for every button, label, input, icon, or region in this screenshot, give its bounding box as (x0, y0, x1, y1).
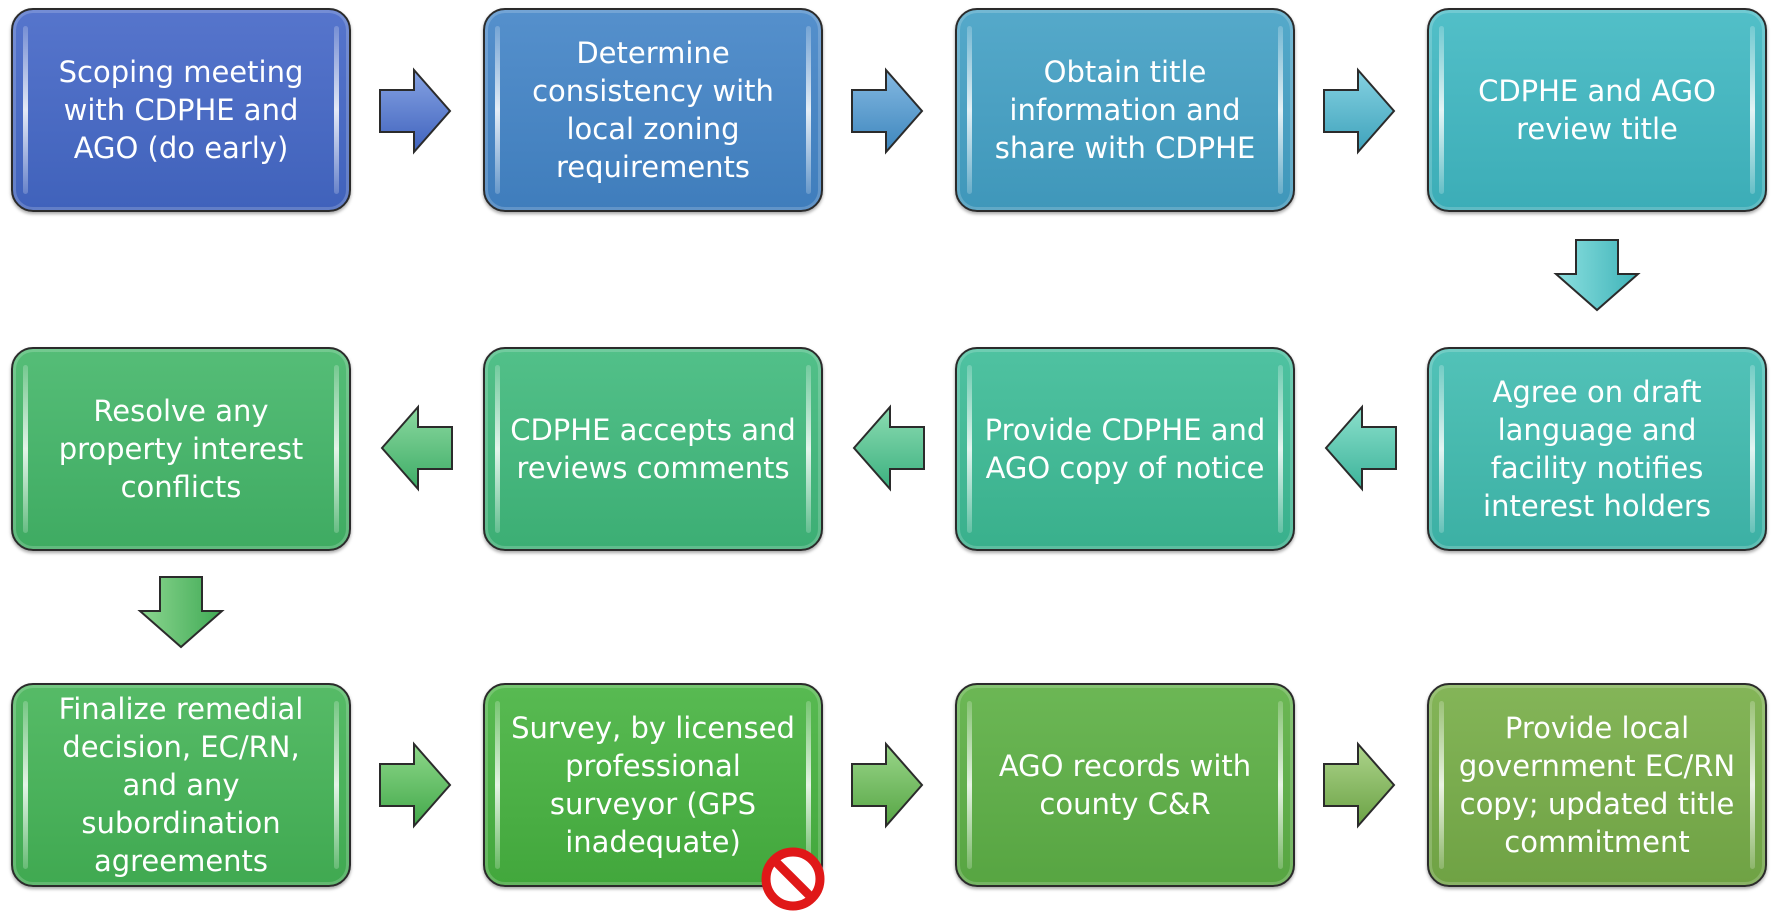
step-1-box: Scoping meeting with CDPHE and AGO (do e… (11, 8, 351, 212)
step-5-box: Agree on draft language and facility not… (1427, 347, 1767, 551)
arrow-right-icon (378, 741, 452, 829)
step-3-box: Obtain title information and share with … (955, 8, 1295, 212)
step-12-text: Provide local government EC/RN copy; upd… (1458, 711, 1736, 859)
step-10-box: Survey, by licensed professional surveyo… (483, 683, 823, 887)
arrow-left-icon (852, 404, 926, 492)
step-8-box: Resolve any property interest conflicts (11, 347, 351, 551)
no-entry-icon (760, 846, 826, 912)
arrow-left-icon (380, 404, 454, 492)
step-10-text: Survey, by licensed professional surveyo… (511, 711, 795, 859)
arrow-down-icon (1553, 238, 1641, 312)
step-9-text: Finalize remedial decision, EC/RN, and a… (58, 692, 304, 878)
step-2-text: Determine consistency with local zoning … (532, 36, 774, 184)
step-3-text: Obtain title information and share with … (994, 55, 1256, 165)
step-8-text: Resolve any property interest conflicts (58, 394, 304, 504)
arrow-right-icon (1322, 741, 1396, 829)
step-2-box: Determine consistency with local zoning … (483, 8, 823, 212)
step-7-text: CDPHE accepts and reviews comments (510, 413, 796, 485)
step-11-text: AGO records with county C&R (998, 749, 1252, 821)
step-1-text: Scoping meeting with CDPHE and AGO (do e… (58, 55, 304, 165)
arrow-right-icon (850, 67, 924, 155)
step-7-box: CDPHE accepts and reviews comments (483, 347, 823, 551)
arrow-right-icon (850, 741, 924, 829)
arrow-right-icon (378, 67, 452, 155)
arrow-left-icon (1324, 404, 1398, 492)
step-5-text: Agree on draft language and facility not… (1483, 375, 1711, 523)
step-6-text: Provide CDPHE and AGO copy of notice (984, 413, 1266, 485)
step-6-box: Provide CDPHE and AGO copy of notice (955, 347, 1295, 551)
step-12-box: Provide local government EC/RN copy; upd… (1427, 683, 1767, 887)
arrow-down-icon (137, 575, 225, 649)
step-9-box: Finalize remedial decision, EC/RN, and a… (11, 683, 351, 887)
step-4-box: CDPHE and AGO review title (1427, 8, 1767, 212)
step-4-text: CDPHE and AGO review title (1478, 74, 1716, 146)
arrow-right-icon (1322, 67, 1396, 155)
step-11-box: AGO records with county C&R (955, 683, 1295, 887)
